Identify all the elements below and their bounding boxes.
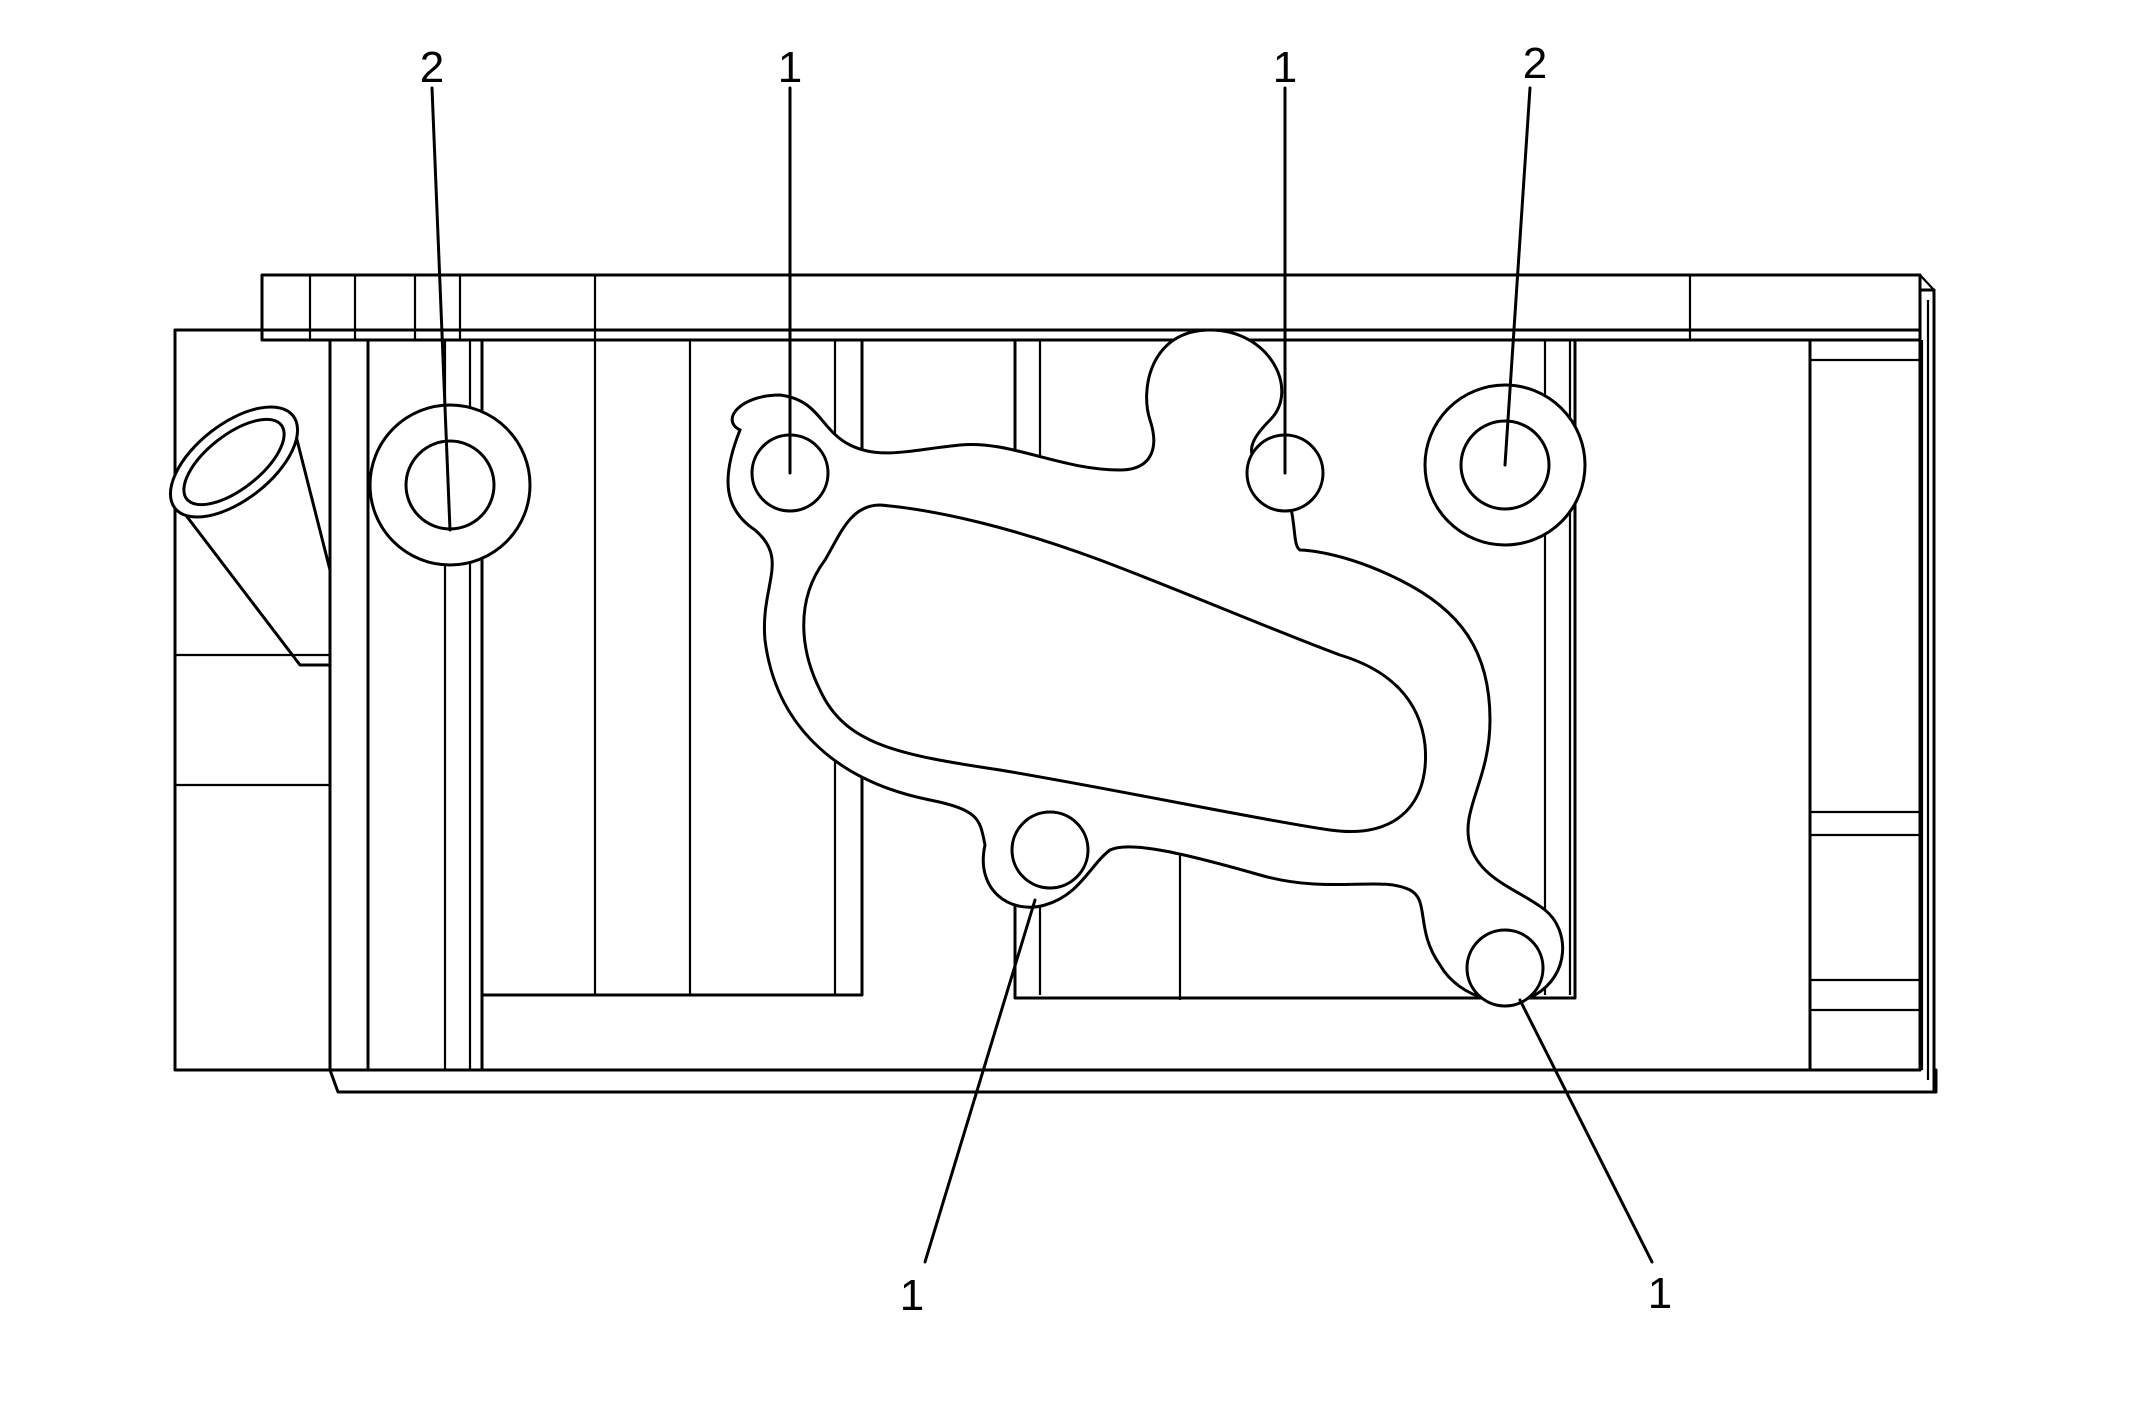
bottom-lip xyxy=(328,1068,1938,1094)
washer-inner xyxy=(1459,419,1551,511)
leader-left-washer xyxy=(430,86,452,532)
gasket-bolt-hole xyxy=(1465,928,1545,1008)
callout-bottom-right-bolt: 1 xyxy=(1648,1269,1672,1318)
callout-top-right-bolt: 1 xyxy=(1273,43,1297,92)
washer-outer xyxy=(368,403,532,567)
callout-bottom-middle-bolt: 1 xyxy=(900,1271,924,1320)
callout-labels: 2 1 1 2 1 1 xyxy=(420,39,1672,1320)
callout-left-washer: 2 xyxy=(420,43,444,92)
top-flange-edge xyxy=(1919,274,1935,291)
leader-bottom-middle-bolt xyxy=(923,898,1037,1264)
right-side xyxy=(1918,288,1936,1092)
leader-bottom-right-bolt xyxy=(1518,998,1654,1264)
tube-fitting xyxy=(168,405,332,667)
gasket-bolt-hole xyxy=(1010,810,1090,890)
tube-bore xyxy=(182,417,286,507)
callout-top-left-bolt: 1 xyxy=(778,43,802,92)
washer-left xyxy=(368,403,532,567)
leader-right-washer xyxy=(1503,86,1532,467)
gasket xyxy=(726,328,1565,1008)
gasket-outline xyxy=(726,328,1565,1004)
callout-right-washer: 2 xyxy=(1523,39,1547,88)
tube-opening xyxy=(168,405,300,519)
gasket-cutout xyxy=(802,503,1428,833)
leader-lines xyxy=(430,86,1654,1264)
